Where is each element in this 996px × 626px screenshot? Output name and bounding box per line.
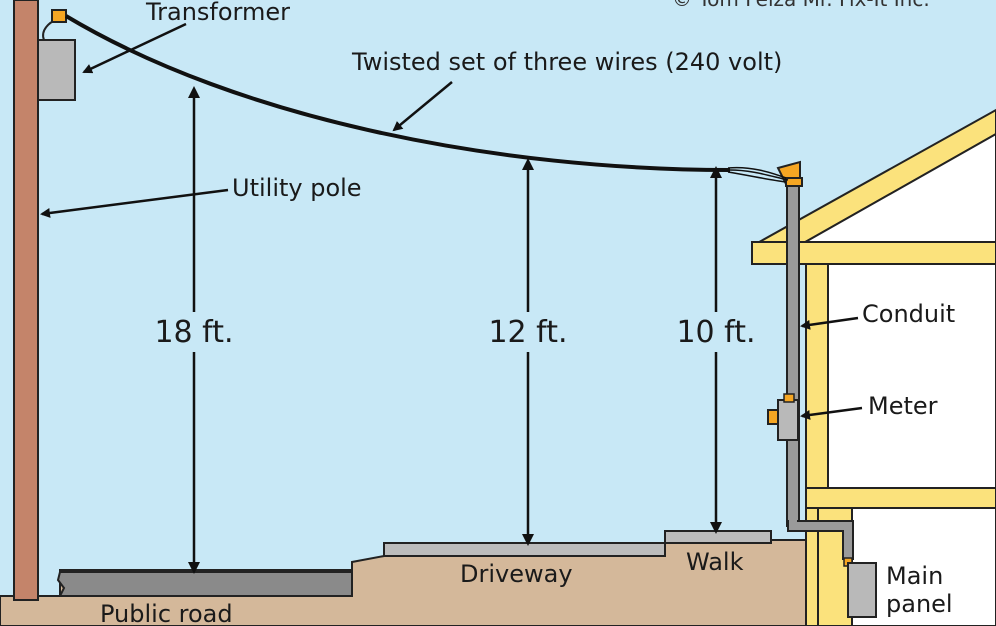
meter-label: Meter xyxy=(868,392,938,420)
conduit-leader xyxy=(800,316,859,330)
weatherhead-collar xyxy=(785,177,803,187)
public-road-label: Public road xyxy=(100,600,233,626)
road-measure-bg xyxy=(140,312,248,352)
meter-leader xyxy=(800,406,863,420)
utility-pole-label: Utility pole xyxy=(232,174,362,202)
driveway-clearance-value: 12 ft. xyxy=(488,315,567,350)
copyright-notice: © Tom Feiza Mr. Fix-It Inc. xyxy=(672,0,930,11)
transformer-leader xyxy=(82,22,187,74)
wires-leader xyxy=(392,81,453,132)
driveway-surface xyxy=(383,542,666,557)
meter-fitting-top xyxy=(783,393,795,403)
wire-split xyxy=(727,166,789,183)
walk-clearance-value: 10 ft. xyxy=(676,315,755,350)
transformer xyxy=(37,39,76,101)
public-road-surface xyxy=(56,571,353,597)
transformer-label: Transformer xyxy=(145,0,290,26)
transformer-bushing xyxy=(51,9,67,23)
walk-measure-bg xyxy=(664,312,772,352)
driveway-label: Driveway xyxy=(460,560,573,588)
service-drop-wire xyxy=(64,14,731,172)
utility-pole xyxy=(13,0,39,601)
twisted-wires-label: Twisted set of three wires (240 volt) xyxy=(351,48,782,76)
main-panel-label-line1: Main xyxy=(886,562,943,590)
walk-label: Walk xyxy=(686,548,744,576)
road-clearance-value: 18 ft. xyxy=(154,315,233,350)
conduit-bend xyxy=(789,520,852,560)
pole-leader xyxy=(40,188,229,218)
house-frame xyxy=(751,108,996,626)
meter-box xyxy=(777,399,799,441)
main-panel-label-line2: panel xyxy=(886,590,953,618)
main-panel xyxy=(847,562,877,618)
conduit-label: Conduit xyxy=(862,300,955,328)
driveway-measure-bg xyxy=(474,312,582,352)
walk-surface xyxy=(664,530,772,544)
conduit-mast xyxy=(786,175,800,527)
